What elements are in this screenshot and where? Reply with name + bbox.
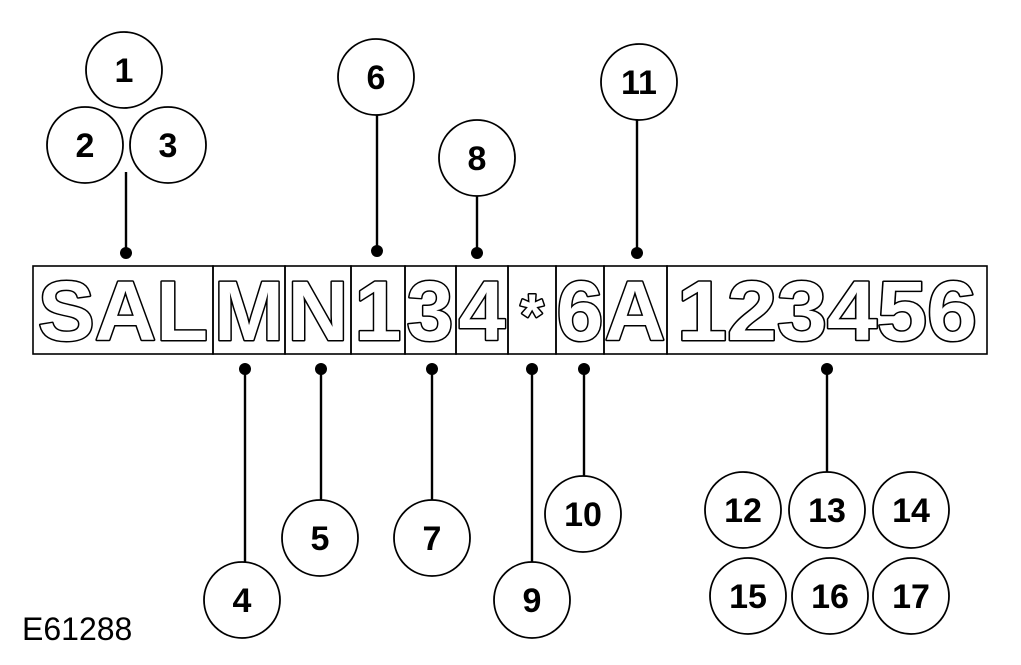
dot-a: [631, 247, 643, 259]
callout-label-9: 9: [523, 582, 542, 620]
vin-segment-a: A: [605, 264, 666, 358]
reference-code: E61288: [22, 611, 132, 647]
callout-label-16: 16: [811, 578, 849, 616]
callout-13: 13: [788, 471, 866, 549]
callout-3: 3: [129, 106, 207, 184]
callout-label-14: 14: [892, 492, 930, 530]
callout-14: 14: [872, 471, 950, 549]
callout-4: 4: [203, 561, 281, 639]
vin-segment-m: M: [214, 264, 284, 358]
dot-6: [578, 363, 590, 375]
callout-2: 2: [46, 106, 124, 184]
vin-segment-star: *: [520, 282, 544, 349]
vin-segment-n: N: [288, 264, 349, 358]
callout-label-17: 17: [892, 578, 930, 616]
leader-dots: [120, 245, 833, 375]
callout-9: 9: [493, 561, 571, 639]
dot-sal: [120, 247, 132, 259]
callout-label-15: 15: [729, 578, 767, 616]
dot-m: [239, 363, 251, 375]
dot-star: [526, 363, 538, 375]
callout-label-2: 2: [76, 127, 95, 165]
callout-label-1: 1: [115, 52, 134, 90]
dot-3: [426, 363, 438, 375]
callout-label-5: 5: [311, 520, 330, 558]
callout-label-7: 7: [423, 520, 442, 558]
dot-serial: [821, 363, 833, 375]
callout-1: 1: [85, 31, 163, 109]
callout-label-12: 12: [724, 492, 762, 530]
callout-label-11: 11: [621, 64, 657, 102]
callout-8: 8: [438, 119, 516, 197]
callout-6: 6: [337, 38, 415, 116]
dot-4-top: [471, 247, 483, 259]
callout-17: 17: [872, 557, 950, 635]
callout-12: 12: [704, 471, 782, 549]
callout-15: 15: [709, 557, 787, 635]
callout-16: 16: [791, 557, 869, 635]
callout-label-6: 6: [367, 59, 386, 97]
callout-label-3: 3: [159, 127, 178, 165]
vin-segment-serial: 123456: [677, 264, 977, 358]
callout-11: 11: [600, 43, 678, 121]
box-serial: [666, 265, 988, 355]
vin-segment-3: 3: [407, 264, 454, 358]
vin-segment-4: 4: [459, 264, 506, 358]
callout-5: 5: [281, 499, 359, 577]
callout-7: 7: [393, 499, 471, 577]
callout-label-10: 10: [564, 496, 602, 534]
callout-10: 10: [544, 475, 622, 553]
dot-n: [315, 363, 327, 375]
callouts: 1 2 3 6 8 11 4 5: [46, 31, 950, 639]
callout-label-4: 4: [233, 582, 252, 620]
vin-boxes: [32, 265, 988, 355]
dot-1: [371, 245, 383, 257]
callout-label-13: 13: [808, 492, 846, 530]
leader-lines: [124, 115, 829, 562]
callout-label-8: 8: [468, 140, 487, 178]
vin-segment-1: 1: [355, 264, 402, 358]
vin-segment-6: 6: [557, 264, 604, 358]
vin-characters: SAL M N 1 3 4 * 6 A 123456: [37, 263, 979, 360]
vin-segment-sal: SAL: [38, 264, 208, 358]
